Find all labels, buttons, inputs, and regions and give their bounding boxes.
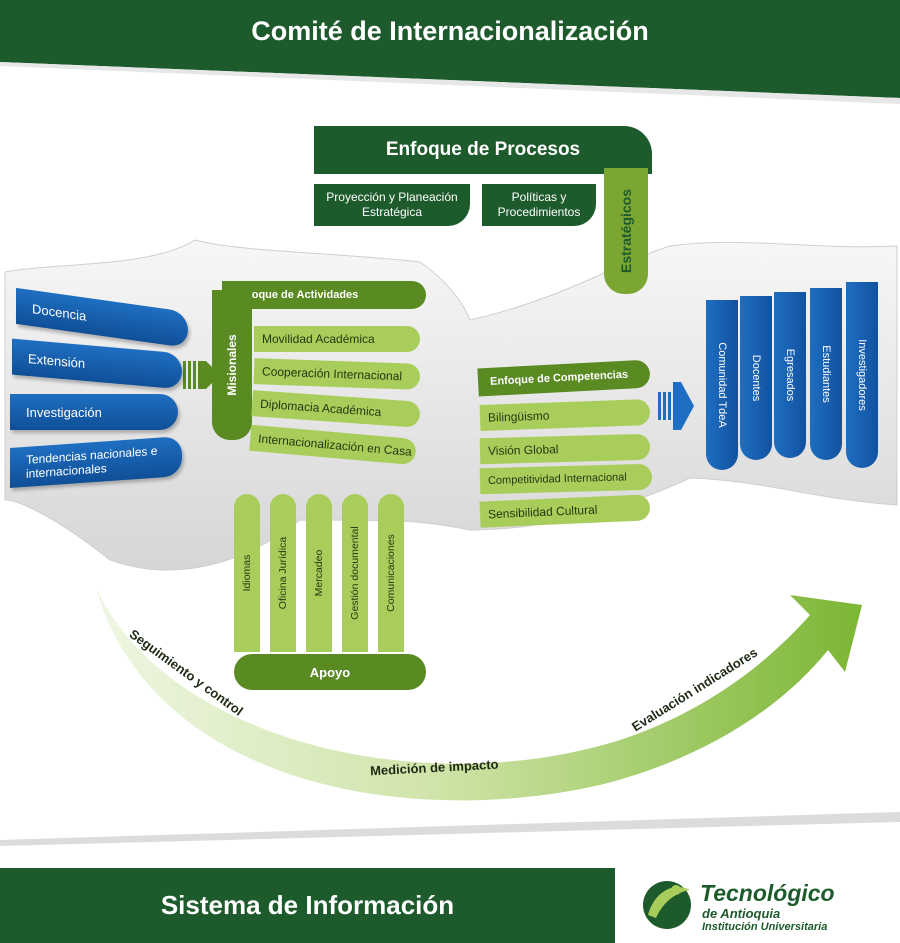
apoyo-mercadeo: Mercadeo	[306, 494, 332, 652]
actividad-movilidad: Movilidad Académica	[254, 326, 420, 352]
misionales-bar: Misionales	[212, 290, 252, 440]
misionales-label: Misionales	[225, 334, 239, 396]
progress-arrow	[96, 588, 862, 801]
output-egresados: Egresados	[774, 292, 806, 458]
apoyo-oficina-juridica: Oficina Jurídica	[270, 494, 296, 652]
logo-emblem	[643, 881, 691, 929]
page-title: Comité de Internacionalización	[0, 0, 900, 62]
output-estudiantes: Estudiantes	[810, 288, 842, 460]
procesos-title: Enfoque de Procesos	[314, 126, 652, 174]
chevron-arrow-right	[658, 382, 694, 430]
logo-subtitle-2: Institución Universitaria	[702, 921, 828, 933]
actividades-title: Enfoque de Actividades	[222, 281, 426, 309]
politicas-box: Políticas y Procedimientos	[482, 184, 596, 226]
logo-subtitle-1: de Antioquia	[702, 906, 781, 921]
estrategicos-bar: Estratégicos	[604, 168, 648, 294]
apoyo-gestion-documental: Gestión documental	[342, 494, 368, 652]
logo-name: Tecnológico	[700, 880, 835, 906]
apoyo-base: Apoyo	[234, 654, 426, 690]
output-docentes: Docentes	[740, 296, 772, 460]
output-comunidad: Comunidad TdeA	[706, 300, 738, 470]
footer-title: Sistema de Información	[0, 868, 615, 943]
estrategicos-label: Estratégicos	[618, 188, 634, 274]
proyeccion-box: Proyección y Planeación Estratégica	[314, 184, 470, 226]
chevron-arrow-left	[183, 361, 220, 389]
output-investigadores: Investigadores	[846, 282, 878, 468]
competencia-vision: Visión Global	[479, 433, 651, 465]
input-investigacion: Investigación	[10, 394, 178, 430]
apoyo-idiomas: Idiomas	[234, 494, 260, 652]
competencia-competitividad: Competitividad Internacional	[479, 463, 653, 495]
apoyo-comunicaciones: Comunicaciones	[378, 494, 404, 652]
